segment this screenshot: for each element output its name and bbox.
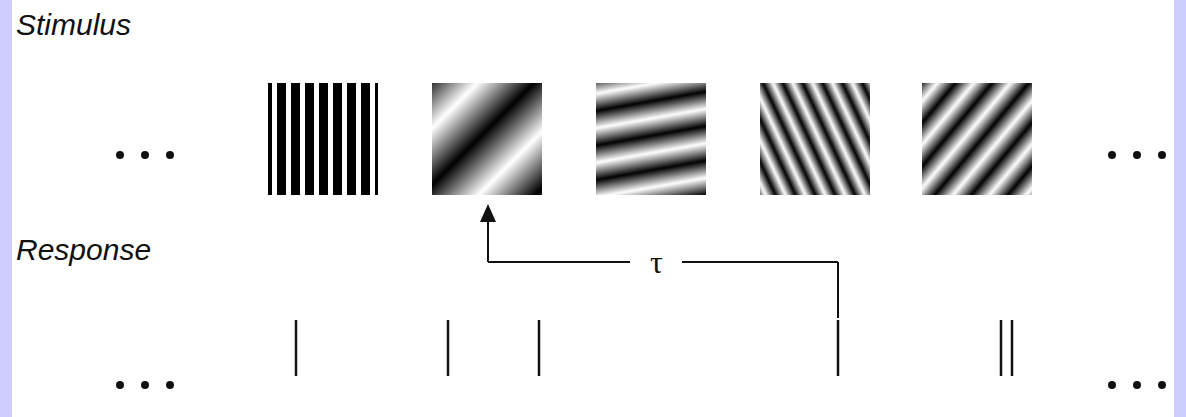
delay-bracket (488, 212, 838, 318)
grating-images (268, 83, 1032, 195)
row-heading: Stimulus (16, 10, 131, 40)
delay-symbol: τ (646, 246, 667, 278)
white-ground (12, 0, 1174, 417)
spike-train (296, 320, 1012, 376)
row-heading: Response (16, 235, 151, 265)
